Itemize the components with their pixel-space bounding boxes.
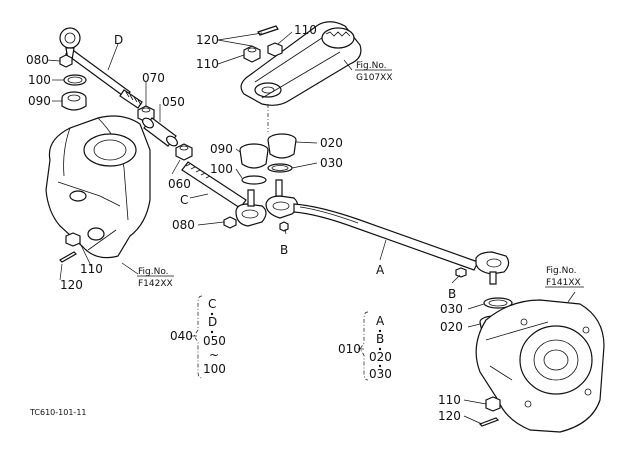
castle-nut-110-bottom-right bbox=[485, 396, 501, 412]
fig-ref-g107-line1: Fig.No. bbox=[356, 61, 387, 71]
label-a: A bbox=[376, 263, 385, 277]
castle-nut-110-lower-left bbox=[65, 232, 81, 247]
split-pin-120-lower-left bbox=[59, 251, 77, 263]
split-pin-120-top bbox=[257, 25, 279, 36]
label-080-mid: 080 bbox=[172, 218, 195, 232]
split-pin-120-bottom-right bbox=[478, 417, 500, 427]
label-050: 050 bbox=[162, 95, 185, 109]
label-120-top: 120 bbox=[196, 33, 219, 47]
tie-rod-a bbox=[293, 203, 479, 271]
diagram-code: TC610-101-11 bbox=[29, 408, 87, 417]
part-labels: 120 110 110 080 100 090 D 070 050 060 09… bbox=[26, 23, 463, 423]
turnbuckle-050 bbox=[142, 117, 178, 147]
label-110-top: 110 bbox=[294, 23, 317, 37]
set-040-item-3: 100 bbox=[203, 362, 226, 376]
label-b-mid: B bbox=[280, 243, 288, 257]
set-040-item-1: D bbox=[208, 315, 217, 329]
set-040-item-2: 050 bbox=[203, 334, 226, 348]
lock-nut-060 bbox=[175, 143, 193, 161]
set-040-separator: ~ bbox=[209, 348, 219, 362]
castle-nut-110-top bbox=[243, 45, 261, 63]
label-120-bottom-right: 120 bbox=[438, 409, 461, 423]
set-040: 040 C D 050 ~ 100 bbox=[170, 295, 226, 379]
label-080-left: 080 bbox=[26, 53, 49, 67]
nut-080-mid bbox=[223, 216, 237, 229]
nut-080-left bbox=[59, 54, 73, 68]
ring-030-mid bbox=[267, 163, 293, 173]
boot-020-mid bbox=[267, 133, 297, 159]
label-090-left: 090 bbox=[28, 94, 51, 108]
fig-ref-g107-line2: G107XX bbox=[356, 73, 392, 83]
label-100-left: 100 bbox=[28, 73, 51, 87]
tie-rod-end-left bbox=[235, 189, 267, 227]
label-070: 070 bbox=[142, 71, 165, 85]
set-010-item-3: 030 bbox=[369, 367, 392, 381]
set-010-item-1: B bbox=[376, 332, 384, 346]
grease-fitting-b-mid bbox=[279, 221, 289, 232]
label-030-right: 030 bbox=[440, 302, 463, 316]
label-020-mid: 020 bbox=[320, 136, 343, 150]
fig-ref-f141-line2: F141XX bbox=[546, 278, 581, 288]
label-120-lower-left: 120 bbox=[60, 278, 83, 292]
boot-090-mid bbox=[239, 143, 269, 169]
tie-rod-end-a bbox=[475, 251, 510, 285]
axle-housing-right bbox=[475, 299, 605, 433]
set-040-item-0: C bbox=[208, 297, 216, 311]
label-b-right: B bbox=[448, 287, 456, 301]
tie-rod-end-right bbox=[265, 179, 299, 219]
label-060: 060 bbox=[168, 177, 191, 191]
label-d: D bbox=[114, 33, 123, 47]
ring-100-mid bbox=[241, 175, 267, 185]
fig-ref-f141: Fig.No. F141XX bbox=[545, 266, 584, 288]
grease-fitting-b-right bbox=[455, 267, 467, 278]
set-010: 010 A B 020 030 bbox=[338, 311, 392, 381]
fig-ref-g107: Fig.No. G107XX bbox=[355, 61, 392, 83]
leader-lines bbox=[46, 31, 576, 425]
axle-housing-left bbox=[45, 115, 151, 259]
ring-030-right bbox=[483, 297, 513, 309]
fig-ref-f142-line2: F142XX bbox=[138, 279, 173, 289]
label-110-top-left: 110 bbox=[196, 57, 219, 71]
set-010-item-2: 020 bbox=[369, 350, 392, 364]
label-020-right: 020 bbox=[440, 320, 463, 334]
ring-100-left bbox=[63, 74, 87, 86]
label-090-mid: 090 bbox=[210, 142, 233, 156]
fig-ref-f142-line1: Fig.No. bbox=[138, 267, 169, 277]
label-110-bottom-right: 110 bbox=[438, 393, 461, 407]
boot-090-left bbox=[61, 91, 87, 111]
pitman-arm bbox=[240, 21, 362, 132]
label-c: C bbox=[180, 193, 188, 207]
label-110-lower-left: 110 bbox=[80, 262, 103, 276]
set-010-item-0: A bbox=[376, 314, 385, 328]
fig-ref-f142: Fig.No. F142XX bbox=[137, 267, 174, 289]
fig-ref-f141-line1: Fig.No. bbox=[546, 266, 577, 276]
label-010: 010 bbox=[338, 342, 361, 356]
label-030-mid: 030 bbox=[320, 156, 343, 170]
label-040: 040 bbox=[170, 329, 193, 343]
castle-nut-110-top-right bbox=[267, 42, 283, 57]
label-100-mid: 100 bbox=[210, 162, 233, 176]
